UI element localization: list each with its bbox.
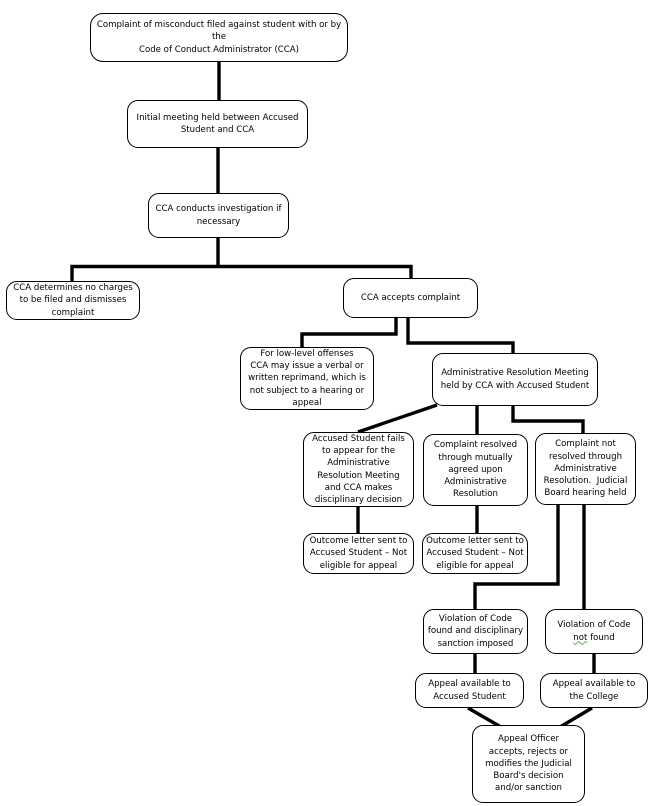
node-appeal-student: Appeal available to Accused Student [415,673,524,708]
node-complaint-filed: Complaint of misconduct filed against st… [90,13,348,62]
node-appeal-college: Appeal available to the College [540,673,648,708]
node-student-fails-to-appear: Accused Student fails to appear for the … [303,432,414,507]
node-appeal-officer-label: Appeal Officer accepts, rejects or modif… [485,734,572,794]
violation-not-found-line1: Violation of Code [557,620,631,631]
node-no-charges-label: CCA determines no charges to be filed an… [13,283,133,318]
node-appeal-officer: Appeal Officer accepts, rejects or modif… [472,725,585,803]
node-initial-meeting: Initial meeting held between Accused Stu… [127,100,308,148]
underlined-word-not: not [573,632,588,643]
node-low-level-reprimand-label: For low-level offenses CCA may issue a v… [248,348,366,408]
edge-accepts-to-admin-resolution [406,318,515,353]
edge-admin-to-complaint-not-resolved [511,406,585,433]
node-student-fails-to-appear-label: Accused Student fails to appear for the … [312,433,405,506]
node-accepts-complaint-label: CCA accepts complaint [360,292,461,303]
node-initial-meeting-label: Initial meeting held between Accused Stu… [136,112,299,135]
node-investigation-label: CCA conducts investigation if necessary [155,204,282,227]
node-complaint-not-resolved-label: Complaint not resolved through Administr… [543,439,628,499]
node-low-level-reprimand: For low-level offenses CCA may issue a v… [240,347,374,410]
node-outcome-letter-right: Outcome letter sent to Accused Student –… [422,533,528,574]
node-complaint-filed-label: Complaint of misconduct filed against st… [96,20,342,55]
node-violation-found-label: Violation of Code found and disciplinary… [427,614,524,649]
node-investigation: CCA conducts investigation if necessary [148,193,289,238]
edge-accepts-to-low-level-reprimand [300,318,398,347]
node-violation-found: Violation of Code found and disciplinary… [423,609,528,654]
node-outcome-letter-left: Outcome letter sent to Accused Student –… [303,533,414,574]
node-appeal-student-label: Appeal available to Accused Student [428,679,511,702]
node-admin-resolution-meeting: Administrative Resolution Meeting held b… [432,353,598,406]
node-no-charges: CCA determines no charges to be filed an… [6,281,140,320]
node-accepts-complaint: CCA accepts complaint [343,278,478,318]
edge-admin-to-student-fails [357,403,438,434]
node-admin-resolution-meeting-label: Administrative Resolution Meeting held b… [440,368,590,391]
node-complaint-resolved-label: Complaint resolved through mutually agre… [433,440,518,500]
violation-not-found-line2-rest: found [587,632,615,643]
node-outcome-letter-right-label: Outcome letter sent to Accused Student –… [426,536,524,571]
node-appeal-college-label: Appeal available to the College [552,679,636,702]
node-complaint-not-resolved: Complaint not resolved through Administr… [535,433,636,505]
node-complaint-resolved: Complaint resolved through mutually agre… [423,434,528,506]
node-outcome-letter-left-label: Outcome letter sent to Accused Student –… [309,536,408,571]
